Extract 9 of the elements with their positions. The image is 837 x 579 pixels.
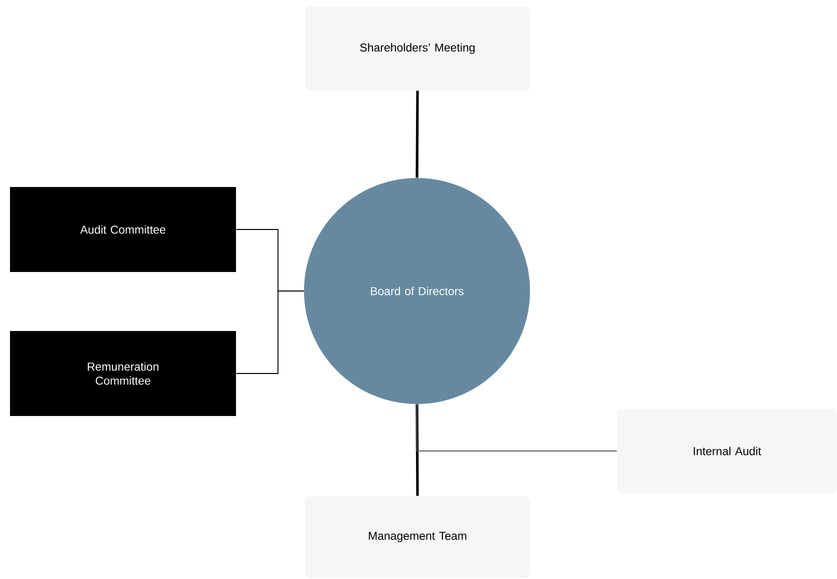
connector-line [236,290,304,374]
org-box: Management Team [305,496,530,578]
org-box: Internal Audit [617,409,837,493]
connector-line [416,404,618,452]
committee-box: Remuneration Committee [10,331,236,416]
committee-box: Audit Committee [10,187,236,272]
org-box: Shareholders’ Meeting [305,6,530,90]
connector-line [416,404,419,496]
connector-line [416,90,419,178]
